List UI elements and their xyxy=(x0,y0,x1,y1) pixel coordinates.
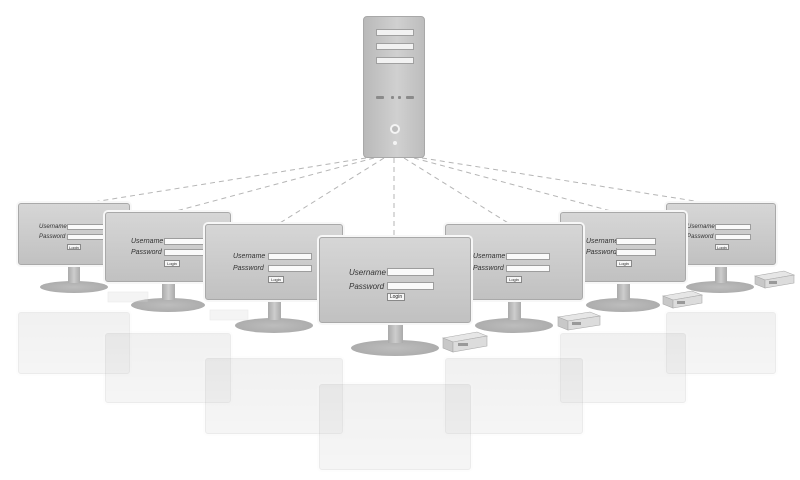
status-led xyxy=(398,96,401,99)
password-label: Password xyxy=(233,265,264,272)
password-input[interactable] xyxy=(616,249,656,256)
network-appliance-icon xyxy=(556,311,602,331)
login-button[interactable]: Login xyxy=(616,260,632,267)
username-input[interactable] xyxy=(506,253,550,260)
username-label: Username xyxy=(131,238,164,245)
username-label: Username xyxy=(687,224,715,230)
link-5 xyxy=(403,157,514,227)
drive-bay-2 xyxy=(376,43,414,50)
link-3 xyxy=(274,157,385,227)
client-monitor: Username Password Login xyxy=(319,237,471,377)
login-button[interactable]: Login xyxy=(387,293,405,301)
password-input[interactable] xyxy=(387,282,434,290)
username-label: Username xyxy=(233,253,266,260)
password-label: Password xyxy=(586,249,617,256)
network-appliance-icon xyxy=(441,331,489,353)
username-label: Username xyxy=(349,268,386,277)
password-label: Password xyxy=(131,249,162,256)
power-button-icon xyxy=(390,124,400,134)
network-appliance-icon xyxy=(107,291,249,321)
login-button[interactable]: Login xyxy=(715,244,729,250)
login-button[interactable]: Login xyxy=(268,276,284,283)
password-label: Password xyxy=(349,282,385,291)
password-input[interactable] xyxy=(506,265,550,272)
password-label: Password xyxy=(687,234,714,240)
username-input[interactable] xyxy=(715,224,751,230)
password-input[interactable] xyxy=(715,234,751,240)
status-led xyxy=(376,96,384,99)
username-label: Username xyxy=(586,238,619,245)
username-input[interactable] xyxy=(268,253,312,260)
drive-bay-3 xyxy=(376,57,414,64)
power-indicator xyxy=(393,141,397,145)
network-appliance-icon xyxy=(661,290,704,309)
drive-bay-1 xyxy=(376,29,414,36)
username-label: Username xyxy=(473,253,506,260)
tower-server-icon xyxy=(363,16,425,158)
network-appliance-icon xyxy=(753,270,796,289)
login-button[interactable]: Login xyxy=(164,260,180,267)
username-label: Username xyxy=(39,224,67,230)
password-label: Password xyxy=(473,265,504,272)
status-led xyxy=(391,96,394,99)
status-led xyxy=(406,96,414,99)
password-input[interactable] xyxy=(268,265,312,272)
login-button[interactable]: Login xyxy=(506,276,522,283)
username-input[interactable] xyxy=(387,268,434,276)
login-button[interactable]: Login xyxy=(67,244,81,250)
link-1 xyxy=(74,157,367,206)
link-2 xyxy=(164,157,375,215)
password-label: Password xyxy=(39,234,66,240)
username-input[interactable] xyxy=(616,238,656,245)
